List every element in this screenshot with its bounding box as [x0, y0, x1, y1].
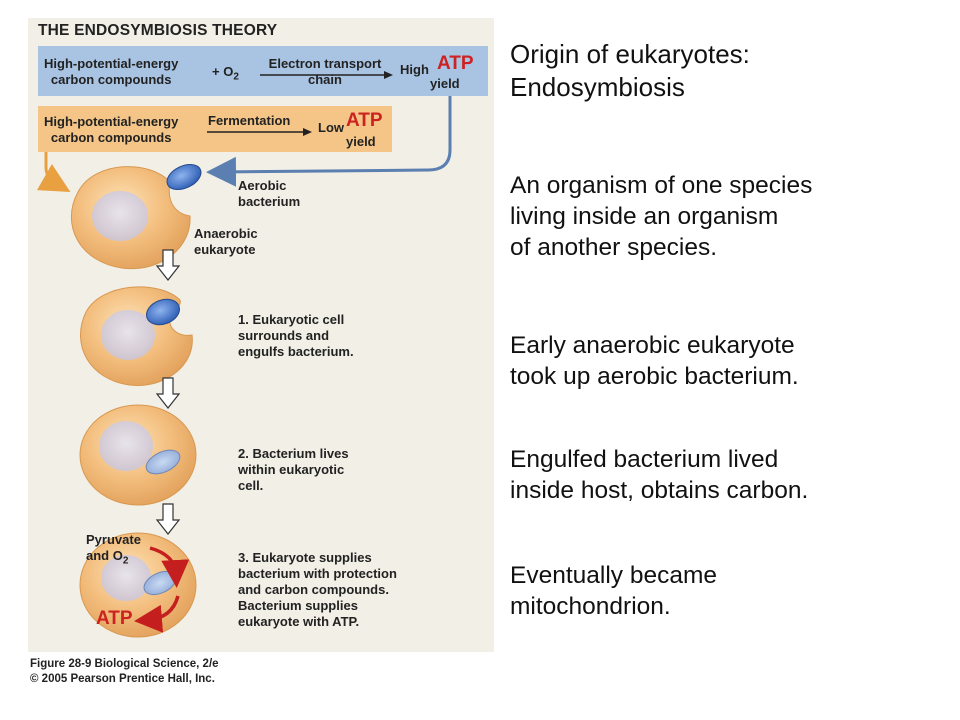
high-atp-label: ATP — [437, 53, 474, 74]
aerobic-reactant: High-potential-energy carbon compounds — [44, 56, 179, 87]
fermentation-box — [38, 106, 392, 152]
pyruvate-arrow — [149, 546, 190, 588]
aerobic-bacterium — [166, 163, 202, 191]
slide-paragraph-mitochondrion: Eventually became mitochondrion. — [510, 562, 718, 620]
high-yield-word: yield — [430, 76, 460, 91]
slide-title: Origin of eukaryotes: Endosymbiosis — [510, 39, 750, 102]
aerobic-bacterium-label: Aerobic bacterium — [238, 178, 301, 209]
down-arrow-3 — [155, 503, 181, 535]
down-arrow-2 — [155, 377, 181, 409]
down-arrow-1 — [155, 249, 181, 281]
engulfed-bacterium — [146, 298, 180, 326]
low-yield-word: yield — [346, 134, 376, 149]
aerobic-connector-arrow — [206, 96, 452, 187]
aerobic-respiration-box — [38, 46, 488, 96]
slide-paragraph-host: Engulfed bacterium lived inside host, ob… — [510, 446, 809, 504]
fermentation-connector-arrow — [36, 152, 71, 192]
atp-arrow — [134, 595, 180, 633]
high-yield-label: High — [400, 62, 429, 77]
anaerobic-eukaryote-label: Anaerobic eukaryote — [194, 226, 258, 257]
internal-bacterium — [145, 449, 181, 475]
slide-paragraph-definition: An organism of one species living inside… — [510, 172, 813, 261]
step-2-caption: 2. Bacterium lives within eukaryotic cel… — [238, 446, 349, 493]
atp-output-label: ATP — [96, 608, 133, 629]
cell-with-internal-bacterium — [79, 404, 197, 506]
plus-oxygen: + O2 — [212, 64, 239, 83]
symbiotic-cell — [79, 532, 197, 638]
fermentation-arrow — [207, 128, 312, 136]
slide-paragraph-uptake: Early anaerobic eukaryote took up aerobi… — [510, 332, 799, 390]
pyruvate-o2-label: Pyruvate and O2 — [86, 532, 141, 567]
low-atp-label: ATP — [346, 110, 383, 131]
step-1-caption: 1. Eukaryotic cell surrounds and engulfs… — [238, 312, 354, 359]
step-3-caption: 3. Eukaryote supplies bacterium with pro… — [238, 550, 397, 629]
fermentation-label: Fermentation — [208, 113, 291, 128]
figure-credit-line-2: © 2005 Pearson Prentice Hall, Inc. — [30, 673, 215, 685]
etc-arrow — [260, 71, 393, 79]
figure-credit-line-1: Figure 28-9 Biological Science, 2/e — [30, 658, 219, 670]
figure-title: THE ENDOSYMBIOSIS THEORY — [38, 22, 278, 39]
anaerobic-eukaryote-cell — [70, 166, 191, 270]
low-yield-label: Low — [318, 120, 344, 135]
fermentation-reactant: High-potential-energy carbon compounds — [44, 114, 179, 145]
